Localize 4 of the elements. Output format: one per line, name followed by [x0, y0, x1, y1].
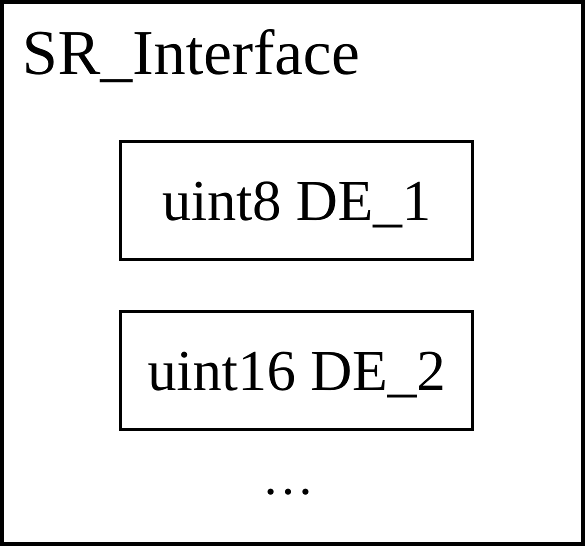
data-element-box: uint8 DE_1 — [119, 140, 474, 261]
data-element-box: uint16 DE_2 — [119, 310, 474, 431]
interface-title: SR_Interface — [22, 21, 360, 85]
ellipsis-text: … — [262, 452, 314, 504]
